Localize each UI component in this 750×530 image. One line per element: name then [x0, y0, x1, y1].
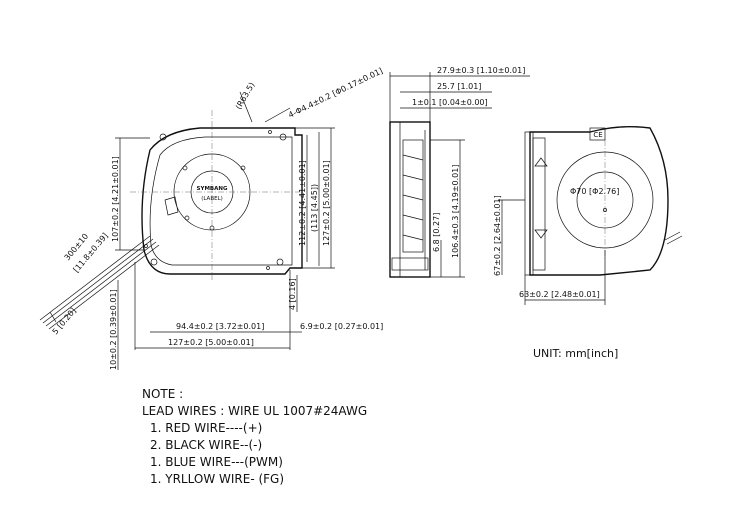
rear-outlet-frame: [524, 131, 534, 276]
radius-label: (R63.5): [234, 81, 257, 111]
wire-bundle: [48, 244, 160, 330]
rear-arrow-down: [534, 229, 548, 239]
connector: [666, 235, 683, 245]
mount-hole-top-right: [279, 133, 287, 141]
wire-bundle: [45, 241, 157, 327]
wire-exit: [164, 196, 179, 216]
rotor-blade: [402, 214, 424, 221]
height-113-label: (113 [4.45]): [310, 184, 319, 232]
depth-25-7-label: 25.7 [1.01]: [437, 82, 481, 91]
width-6-9-label: 6.9±0.2 [0.27±0.01]: [300, 322, 383, 331]
rear-housing-outline: [529, 125, 669, 276]
dim-4-label: 4 [0.16]: [288, 278, 297, 310]
height-107-label: 107±0.2 [4.21±0.01]: [111, 156, 120, 242]
height-112-label: 112±0.2 [4.41±0.01]: [298, 160, 307, 246]
connector: [664, 231, 681, 241]
note-title: NOTE :: [142, 387, 184, 401]
rotor-blade: [402, 154, 424, 161]
side-view: 27.9±0.3 [1.10±0.01] 25.7 [1.01] 1±0.1 […: [389, 66, 530, 278]
height-106-label: 106.4±0.3 [4.19±0.01]: [451, 165, 460, 258]
rotor-blade: [402, 194, 424, 201]
side-bottom-tab: [391, 257, 429, 271]
side-body: [389, 121, 431, 278]
side-rotor: [402, 139, 424, 253]
front-housing-inner: [149, 136, 293, 266]
note-block: NOTE : LEAD WIRES : WIRE UL 1007#24AWG 1…: [142, 386, 367, 488]
note-wire-item: 2. BLACK WIRE--(-): [150, 438, 263, 452]
width-127-label: 127±0.2 [5.00±0.01]: [168, 338, 254, 347]
ce-mark: CE: [593, 131, 602, 139]
height-127-label: 127±0.2 [5.00±0.01]: [322, 160, 331, 246]
radius-leader: [239, 91, 253, 123]
hub-dia-label: Φ70 [Φ2.76]: [570, 187, 619, 196]
wire-strip-mark: [49, 311, 57, 323]
label-text-line1: SYMBANG: [197, 186, 228, 192]
width-63-label: 63±0.2 [2.48±0.01]: [519, 290, 600, 299]
wire-bundle: [42, 238, 154, 324]
screw-mark: [268, 130, 272, 134]
hub-screw: [240, 165, 246, 171]
depth-1-label: 1±0.1 [0.04±0.00]: [412, 98, 488, 107]
rear-label-box: [589, 127, 606, 141]
note-wire-item: 1. BLUE WIRE---(PWM): [150, 455, 283, 469]
screw-mark: [266, 266, 270, 270]
mount-hole-bottom-right: [276, 258, 284, 266]
hole-leader: [264, 107, 291, 123]
hub-screw: [184, 215, 190, 221]
height-6-8-label: 6.8 [0.27]: [432, 213, 441, 252]
mount-hole-bottom-left: [150, 258, 158, 266]
note-wire-item: 1. RED WIRE----(+): [150, 421, 263, 435]
rear-arrow-up: [534, 157, 548, 167]
rotor-blade: [402, 174, 424, 181]
note-lead-wires: LEAD WIRES : WIRE UL 1007#24AWG: [142, 404, 368, 418]
wire-strip-label: 5 [0.20]: [51, 306, 78, 336]
hole-label: 4-Φ4.4±0.2 [Φ0.17±0.01]: [287, 66, 384, 120]
note-wire-item: 1. YRLLOW WIRE- (FG): [150, 472, 285, 486]
hub-screw: [182, 165, 188, 171]
rear-view: CE Φ70 [Φ2.76] 67±0.2 [2.64±0.01] 63±0.2…: [493, 125, 683, 305]
rotor-blade: [402, 234, 424, 241]
offset-10-label: 10±0.2 [0.39±0.01]: [109, 289, 118, 370]
unit-label: UNIT: mm[inch]: [533, 347, 619, 360]
label-text-line2: (LABEL): [201, 196, 223, 202]
rear-outlet-inner: [532, 137, 546, 271]
front-view: SYMBANG (LABEL) 300±10 [11.8±0.39] 5 [0.…: [39, 66, 384, 370]
mount-hole-top-left: [159, 133, 167, 141]
height-67-label: 67±0.2 [2.64±0.01]: [493, 195, 502, 276]
depth-27-9-label: 27.9±0.3 [1.10±0.01]: [437, 66, 525, 75]
width-94-label: 94.4±0.2 [3.72±0.01]: [176, 322, 264, 331]
front-housing-outline: [141, 127, 303, 275]
